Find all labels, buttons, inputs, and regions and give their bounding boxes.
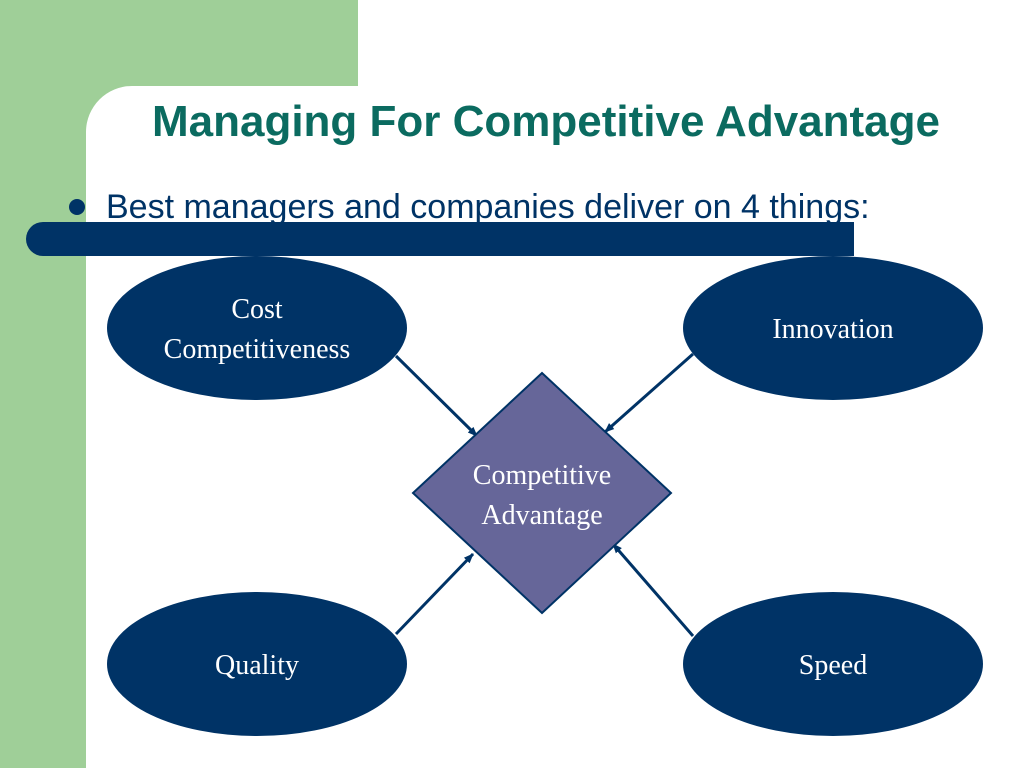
- bullet-text: Best managers and companies deliver on 4…: [106, 188, 870, 226]
- center-diamond: Competitive Advantage: [411, 371, 673, 615]
- center-line2: Advantage: [481, 500, 602, 531]
- arrow-cost-to-center: [394, 354, 479, 438]
- node-speed-label: Speed: [799, 650, 867, 681]
- arrow-quality-to-center: [394, 552, 475, 636]
- bullet-item: Best managers and companies deliver on 4…: [64, 184, 1014, 232]
- node-cost-line1: Cost: [231, 294, 283, 325]
- node-speed: Speed: [683, 592, 983, 736]
- navy-divider-bar: [26, 222, 854, 256]
- arrow-innovation-to-center: [604, 352, 694, 434]
- node-quality: Quality: [107, 592, 407, 736]
- bullet-dot-icon: [69, 199, 85, 215]
- node-cost-line2: Competitiveness: [164, 334, 351, 365]
- center-line1: Competitive: [473, 460, 611, 491]
- node-innovation-label: Innovation: [772, 314, 893, 345]
- node-innovation: Innovation: [683, 256, 983, 400]
- arrow-speed-to-center: [611, 543, 695, 637]
- node-cost-competitiveness: Cost Competitiveness: [107, 256, 407, 400]
- slide-title: Managing For Competitive Advantage: [151, 97, 940, 146]
- node-quality-label: Quality: [215, 650, 299, 681]
